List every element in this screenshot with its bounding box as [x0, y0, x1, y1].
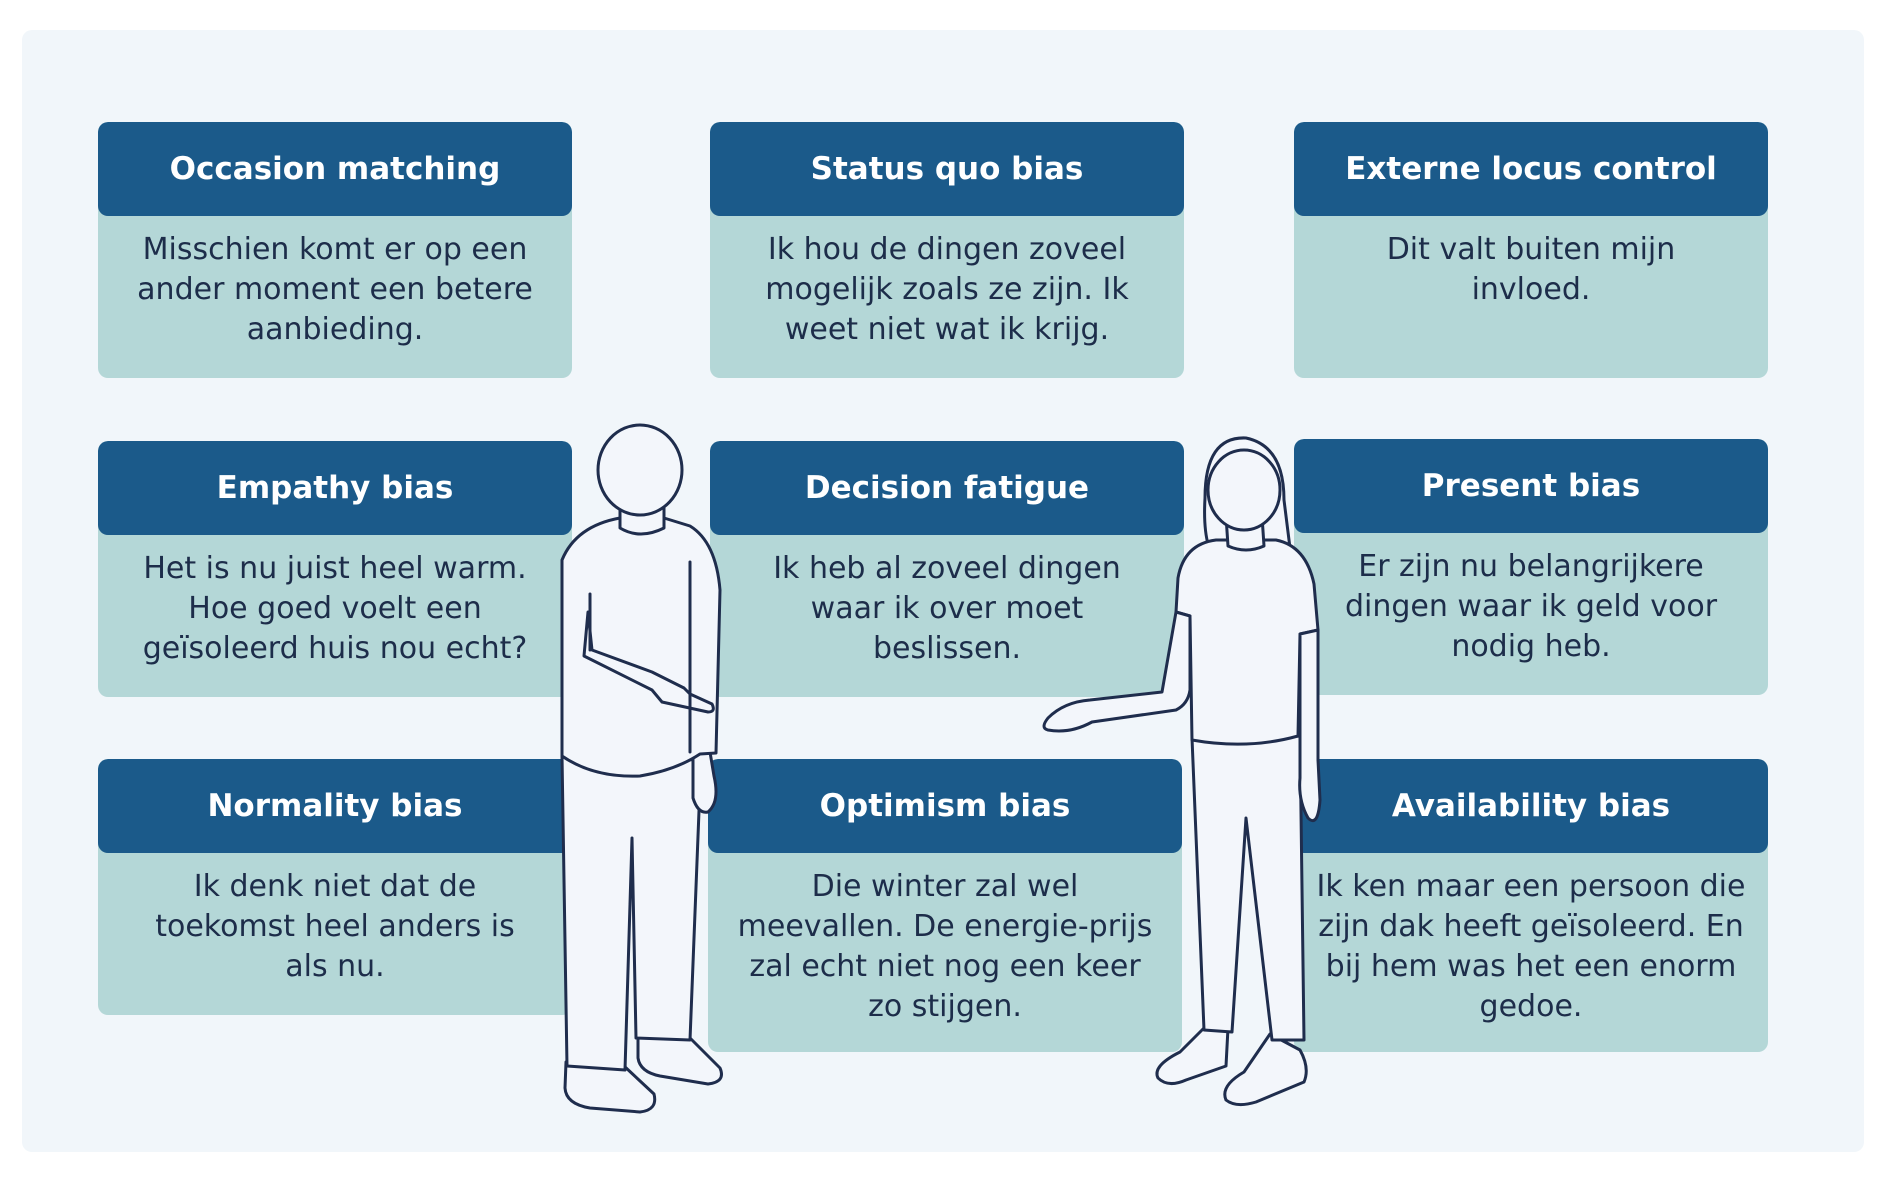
card-title: Externe locus control: [1294, 122, 1768, 216]
card-empathy-bias: Empathy bias Het is nu juist heel warm. …: [98, 441, 572, 697]
card-status-quo-bias: Status quo bias Ik hou de dingen zoveel …: [710, 122, 1184, 378]
card-text: Er zijn nu belangrijkere dingen waar ik …: [1344, 549, 1718, 664]
card-text: Ik denk niet dat de toekomst heel anders…: [155, 869, 515, 984]
card-text: Dit valt buiten mijn invloed.: [1386, 232, 1676, 307]
card-title: Decision fatigue: [710, 441, 1184, 535]
card-present-bias: Present bias Er zijn nu belangrijkere di…: [1294, 439, 1768, 695]
card-title: Availability bias: [1294, 759, 1768, 853]
card-text: Ik heb al zoveel dingen waar ik over moe…: [773, 551, 1121, 666]
card-title: Normality bias: [98, 759, 572, 853]
card-decision-fatigue: Decision fatigue Ik heb al zoveel dingen…: [710, 441, 1184, 697]
card-title: Empathy bias: [98, 441, 572, 535]
card-availability-bias: Availability bias Ik ken maar een persoo…: [1294, 759, 1768, 1052]
card-text: Het is nu juist heel warm. Hoe goed voel…: [142, 551, 528, 666]
card-text: Ik ken maar een persoon die zijn dak hee…: [1316, 869, 1746, 1024]
card-title: Occasion matching: [98, 122, 572, 216]
card-title: Status quo bias: [710, 122, 1184, 216]
card-text: Ik hou de dingen zoveel mogelijk zoals z…: [765, 232, 1129, 347]
card-text: Die winter zal wel meevallen. De energie…: [737, 869, 1153, 1024]
card-occasion-matching: Occasion matching Misschien komt er op e…: [98, 122, 572, 378]
card-optimism-bias: Optimism bias Die winter zal wel meevall…: [708, 759, 1182, 1052]
card-normality-bias: Normality bias Ik denk niet dat de toeko…: [98, 759, 572, 1015]
card-text: Misschien komt er op een ander moment ee…: [137, 232, 533, 347]
card-externe-locus-control: Externe locus control Dit valt buiten mi…: [1294, 122, 1768, 378]
card-title: Present bias: [1294, 439, 1768, 533]
card-title: Optimism bias: [708, 759, 1182, 853]
